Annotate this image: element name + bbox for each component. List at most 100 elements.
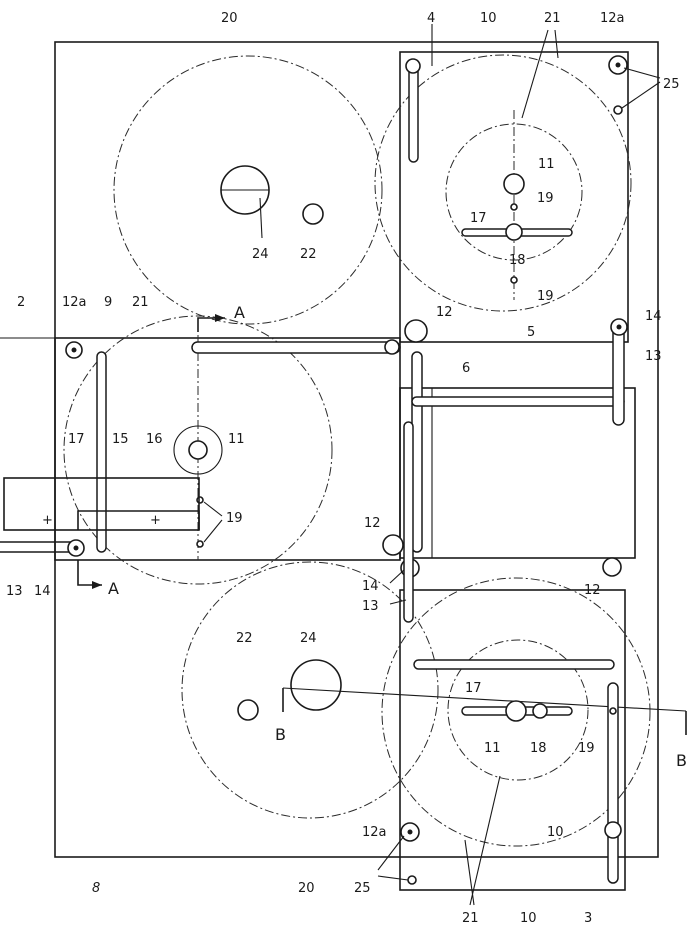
plus-marker-1: + [42,513,53,528]
label-25-bottom: 25 [354,881,371,896]
label-17-left: 17 [68,432,85,447]
slot-13-right [612,324,625,426]
leader-21-top-1 [521,29,549,119]
bolt-12-mid [404,319,428,343]
label-10-top: 10 [480,11,497,26]
leader-19-left-2 [203,519,223,543]
leader-25-top-1 [623,67,661,79]
label-11-br: 11 [484,741,501,756]
label-12-low: 12 [364,516,381,531]
label-15: 15 [112,432,129,447]
leader-19-left-1 [203,501,223,517]
label-12a-bottom: 12a [362,825,387,840]
bolt-12-mid-end [384,339,400,355]
piston-rod-15 [77,510,200,530]
label-10-bottom: 10 [547,825,564,840]
label-9: 9 [104,295,112,310]
label-24-top: 24 [252,247,269,262]
middle-slide-plate [399,387,636,559]
hub-11-bottom [505,700,527,722]
bolt-4 [405,58,421,74]
label-11-tr: 11 [538,157,555,172]
leader-25-bottom-1 [377,835,405,871]
bolt-12a-bottom-inner [407,829,413,835]
pin-19-top [510,203,518,211]
label-25-top: 25 [663,77,680,92]
bolt-19-bottom [609,707,617,715]
label-12a-top: 12a [600,11,625,26]
wheel-9-left [63,315,333,585]
slot-10-horizontal [413,659,615,670]
label-2: 2 [17,295,25,310]
hole-22-top [302,203,324,225]
label-13-center: 13 [362,599,379,614]
label-19-left: 19 [226,511,243,526]
leader-24-top [259,197,263,239]
label-B-left: B [275,725,286,744]
leader-21-bottom-2 [464,839,475,906]
label-21-bottom: 21 [462,911,479,926]
bolt-14-right-inner [616,324,622,330]
label-6: 6 [462,361,470,376]
section-A-bottom-arrow [92,581,102,589]
wheel-21-bottom-inner [447,639,589,781]
label-20-top: 20 [221,11,238,26]
label-20-bottom: 20 [298,881,315,896]
section-line-B [282,687,687,712]
leader-21-bottom-1 [469,775,501,906]
label-A-bottom: A [108,579,119,598]
cylinder-15 [3,477,200,531]
label-13-left: 13 [6,584,23,599]
label-19-br: 19 [578,741,595,756]
slot-17-left [96,351,107,553]
label-18-tr: 18 [509,253,526,268]
bolt-25-bottom [407,875,417,885]
label-16: 16 [146,432,163,447]
hub-11-top [503,173,525,195]
bolt-12-right [602,557,622,577]
label-22-top: 22 [300,247,317,262]
label-8: 8 [92,881,100,896]
label-4: 4 [427,11,435,26]
wheel-20-bottom [181,561,439,819]
label-11-left: 11 [228,432,245,447]
label-14-right: 14 [645,309,662,324]
section-A-top-marker [197,317,225,332]
label-A-top: A [234,303,245,322]
pin-18-bottom [532,703,548,719]
section-A-top-arrow [215,314,225,322]
label-13-right: 13 [645,349,662,364]
label-5: 5 [527,325,535,340]
plus-marker-2: + [150,513,161,528]
label-14-center: 14 [362,579,379,594]
label-22-bottom: 22 [236,631,253,646]
wheel-10-bottom [381,577,651,847]
bolt-corner-br [604,821,622,839]
bolt-12a-top-inner [615,62,621,68]
hole-22-bottom [237,699,259,721]
label-21-left: 21 [132,295,149,310]
label-14-left: 14 [34,584,51,599]
label-10-bottom-2: 10 [520,911,537,926]
label-19-tr2: 19 [537,289,554,304]
leader-25-bottom-2 [377,875,409,881]
bolt-25-top [613,105,623,115]
bolt-12-low [382,534,404,556]
pin-19-top-2 [510,276,518,284]
hub-11-left [188,440,208,460]
pin-19-left [196,496,204,504]
section-A-bottom-marker [77,560,102,586]
slot-13-center [403,421,414,623]
leader-21-top-2 [554,29,559,59]
leader-25-top-2 [621,81,661,109]
wheel-20-top [113,55,383,325]
label-B-right: B [676,751,687,770]
label-3: 3 [584,911,592,926]
hole-24-bottom [290,659,342,711]
label-17-br: 17 [465,681,482,696]
label-21-top: 21 [544,11,561,26]
label-24-bottom: 24 [300,631,317,646]
label-12-right: 12 [584,583,601,598]
leader-14-center [389,569,405,584]
